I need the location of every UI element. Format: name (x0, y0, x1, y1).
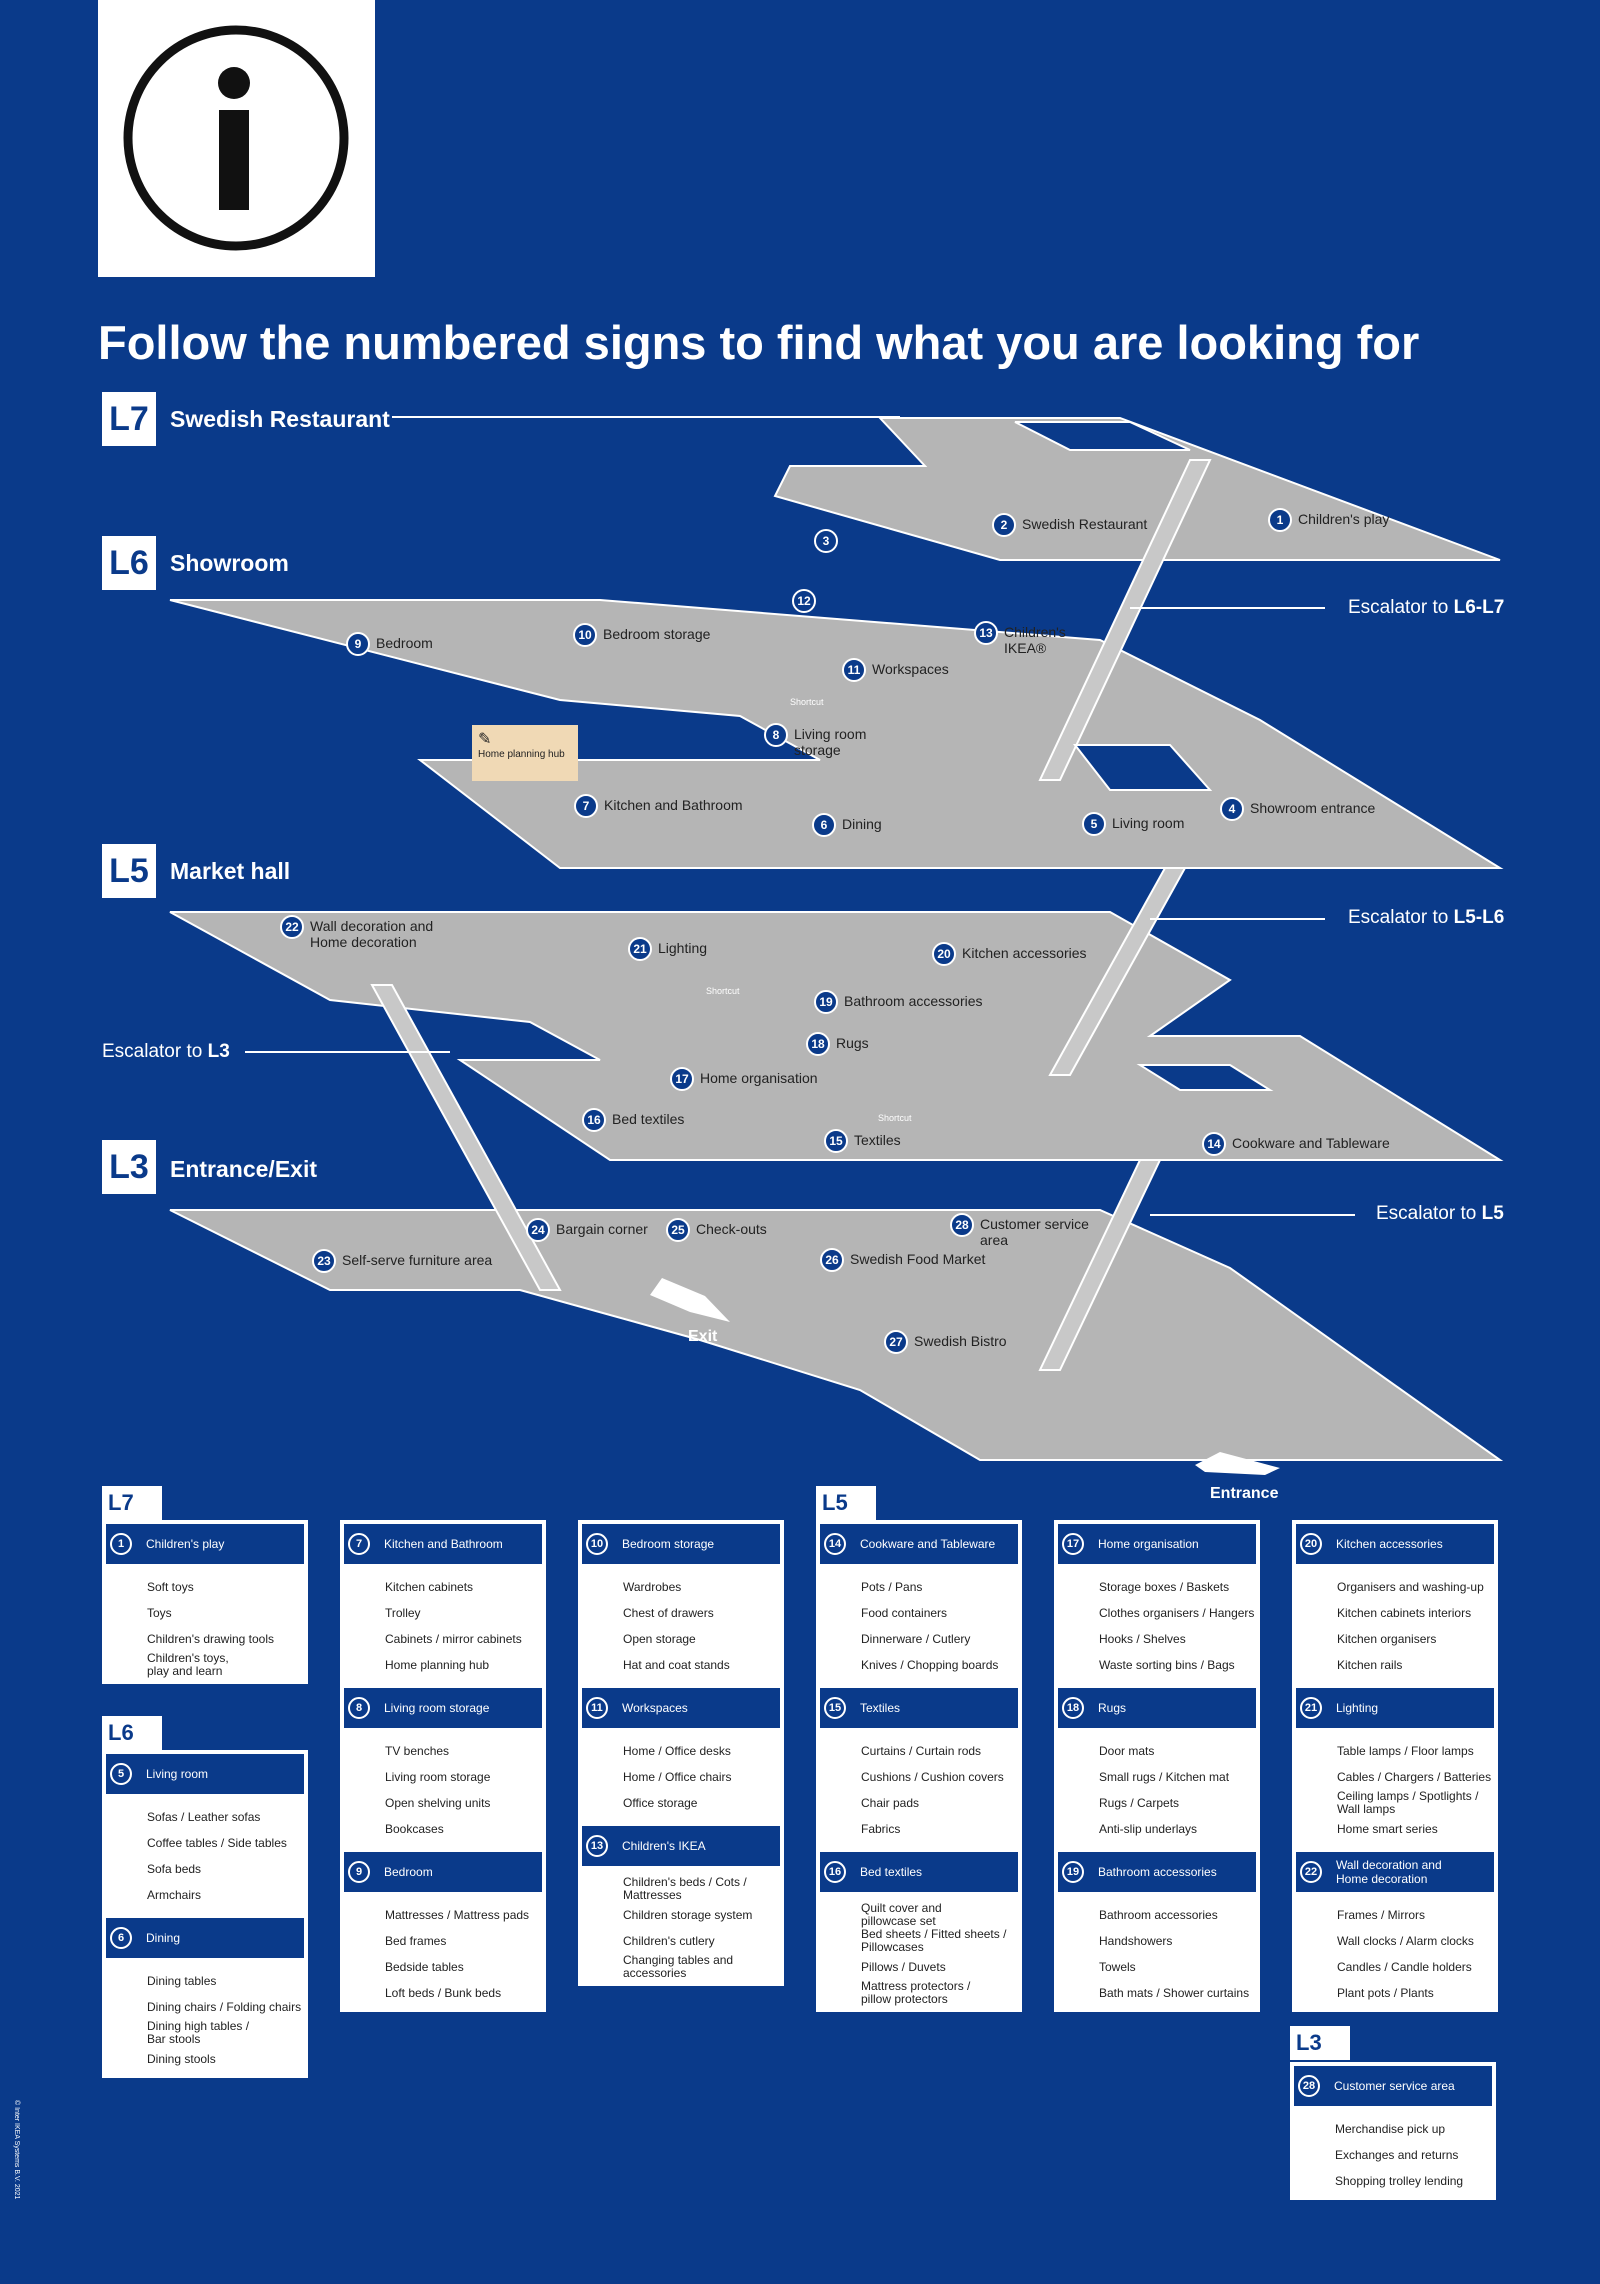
escalator-l5 (1038, 1159, 1162, 1371)
info-icon (123, 25, 349, 251)
map-marker: 3 (814, 529, 844, 553)
entrance-arrow (1195, 1452, 1280, 1475)
escalator-label-l3: Escalator to L3 (102, 1041, 230, 1062)
shortcut-label: Shortcut (790, 697, 824, 707)
escalator-label-l5: Escalator to L5 (1376, 1203, 1504, 1224)
level-name-l3: Entrance/Exit (170, 1156, 317, 1182)
escalator-l3 (370, 984, 562, 1291)
escalator-label-l5-l6: Escalator to L5-L6 (1348, 907, 1505, 928)
level-name-l6: Showroom (170, 550, 289, 576)
floor-l3 (169, 1209, 1504, 1461)
copyright-text: © Inter IKEA Systems B.V. 2021 (13, 2100, 20, 2200)
legend-level-l6: L6 (102, 1716, 162, 1750)
level-badge-l7: L7 (102, 392, 156, 446)
home-planning-hub: ✎ Home planning hub (472, 725, 578, 781)
shortcut-label: Shortcut (878, 1113, 912, 1123)
info-sign (98, 0, 375, 277)
exit-arrow (650, 1278, 730, 1322)
level-badge-l6: L6 (102, 536, 156, 590)
level-badge-l5: L5 (102, 844, 156, 898)
entrance-label: Entrance (1210, 1485, 1279, 1502)
level-badge-l3: L3 (102, 1140, 156, 1194)
level-name-l7: Swedish Restaurant (170, 406, 390, 432)
escalator-label-l6-l7: Escalator to L6-L7 (1348, 597, 1505, 618)
legend-level-l7: L7 (102, 1486, 162, 1520)
escalator-l6-l7 (1038, 459, 1212, 781)
map-marker: 12 (792, 589, 822, 613)
shortcut-label: Shortcut (706, 986, 740, 996)
legend-level-l5: L5 (816, 1486, 876, 1520)
legend-level-l3: L3 (1290, 2026, 1350, 2060)
level-name-l5: Market hall (170, 858, 291, 884)
exit-label: Exit (688, 1328, 718, 1345)
floor-map (169, 416, 1504, 1475)
page-title: Follow the numbered signs to find what y… (98, 316, 1420, 369)
pencil-icon: ✎ (478, 731, 492, 748)
floor-l6 (169, 599, 1504, 869)
floor-l7 (773, 417, 1501, 561)
floor-l5 (169, 911, 1504, 1161)
